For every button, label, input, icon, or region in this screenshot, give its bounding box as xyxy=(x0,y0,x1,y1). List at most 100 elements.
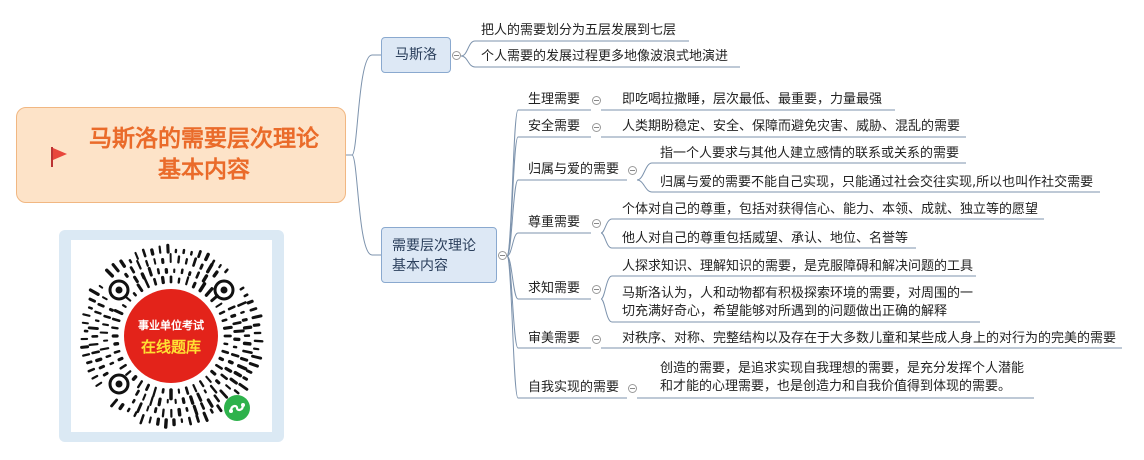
qr-code-dash xyxy=(148,416,152,424)
qr-code-dash xyxy=(163,418,168,429)
qr-code-dash xyxy=(218,310,226,315)
qr-code-dash xyxy=(132,292,137,297)
central-topic[interactable]: 马斯洛的需要层次理论 基本内容 xyxy=(16,107,346,203)
qr-code-dash xyxy=(189,250,193,256)
qr-code-dash xyxy=(124,272,129,278)
qr-code-panel: 事业单位考试 在线题库 xyxy=(71,240,272,432)
qr-code-dash xyxy=(201,274,209,283)
qr-code-dash xyxy=(177,407,182,417)
qr-code-dash xyxy=(111,317,121,323)
qr-code-dash xyxy=(111,263,120,273)
qr-code-dash xyxy=(198,282,207,293)
need-aesthetic[interactable]: 审美需要 xyxy=(528,331,581,346)
qr-code-dash xyxy=(153,258,157,265)
qr-code-dash xyxy=(156,417,161,426)
qr-code-dash xyxy=(86,360,93,365)
qr-code-dash xyxy=(215,363,223,370)
qr-code-dash xyxy=(253,347,260,351)
qr-code-dash xyxy=(94,310,102,315)
qr-code-dash xyxy=(161,408,165,418)
qr-code-dash xyxy=(200,402,206,410)
need-self-actualization[interactable]: 自我实现的需要 xyxy=(528,380,620,395)
qr-code-dash xyxy=(98,284,104,289)
qr-code-dash xyxy=(136,380,144,389)
qr-code-dash xyxy=(119,259,126,268)
qr-code-dash xyxy=(88,288,100,296)
qr-code-dash xyxy=(187,271,192,277)
topic-theory[interactable]: 需要层次理论 基本内容 xyxy=(381,227,497,283)
qr-code-dash xyxy=(246,299,254,305)
qr-code-dash xyxy=(157,397,162,407)
qr-code-dash xyxy=(153,407,158,414)
qr-code-dash xyxy=(91,374,99,380)
qr-code-dash xyxy=(134,251,139,260)
qr-code-dash xyxy=(209,408,214,414)
qr-code-dash xyxy=(145,259,149,267)
qr-code-dash xyxy=(139,414,145,425)
qr-code-dash xyxy=(160,275,165,285)
qr-code-dash xyxy=(227,305,236,311)
need-belonging[interactable]: 归属与爱的需要 xyxy=(528,162,620,177)
qr-code-dash xyxy=(129,266,136,274)
qr-code-dash xyxy=(180,268,184,275)
maslow-point-2: 个人需要的发展过程更多地像波浪式地演进 xyxy=(481,49,729,64)
need-esteem[interactable]: 尊重需要 xyxy=(528,215,581,230)
qr-code-dash xyxy=(108,307,114,312)
need-physiological[interactable]: 生理需要 xyxy=(528,92,581,107)
qr-code-dash xyxy=(118,403,125,411)
qr-code-dash xyxy=(215,379,221,385)
collapse-icon[interactable] xyxy=(452,51,461,60)
qr-code-dash xyxy=(204,287,214,297)
qr-code-dash xyxy=(136,283,144,293)
qr-code-dash xyxy=(80,345,90,349)
qr-code-dash xyxy=(203,389,207,394)
qr-code-dash xyxy=(224,366,233,373)
qr-code-dash xyxy=(188,416,192,426)
qr-code-dash xyxy=(248,362,259,368)
maslow-point-1: 把人的需要划分为五层发展到七层 xyxy=(481,23,677,38)
qr-code-dash xyxy=(215,302,223,308)
qr-code-dash xyxy=(146,405,150,412)
collapse-icon[interactable] xyxy=(592,96,601,105)
qr-code-dash xyxy=(98,364,106,370)
collapse-icon[interactable] xyxy=(498,251,507,260)
qr-code-dash xyxy=(225,384,232,390)
topic-theory-line1: 需要层次理论 xyxy=(392,238,476,254)
need-esteem-desc-2: 他人对自己的尊重包括威望、承认、地位、名誉等 xyxy=(622,231,909,246)
need-belonging-desc-1: 指一个人要求与其他人建立感情的联系或关系的需要 xyxy=(660,146,960,161)
qr-code-dash xyxy=(192,384,198,393)
qr-code-dash xyxy=(133,411,138,418)
topic-maslow[interactable]: 马斯洛 xyxy=(381,37,451,73)
qr-code-dash xyxy=(131,375,138,381)
qr-code-dash xyxy=(95,357,103,363)
qr-code-dash xyxy=(220,373,228,381)
qr-code-dash xyxy=(126,407,131,413)
qr-code-dash xyxy=(135,389,140,396)
collapse-icon[interactable] xyxy=(592,123,601,132)
qr-code-dash xyxy=(125,296,132,302)
collapse-icon[interactable] xyxy=(628,166,637,175)
qr-code-dash xyxy=(240,310,245,314)
collapse-icon[interactable] xyxy=(628,384,637,393)
qr-code-dash xyxy=(140,272,146,280)
collapse-icon[interactable] xyxy=(592,219,601,228)
collapse-icon[interactable] xyxy=(592,285,601,294)
qr-code-dash xyxy=(103,314,112,319)
need-safety[interactable]: 安全需要 xyxy=(528,119,581,134)
qr-code-dash xyxy=(233,389,240,395)
need-cognitive-desc-2: 马斯洛认为，人和动物都有积极探索环境的需要，对周围的一切充满好奇心，希望能够对所… xyxy=(622,286,974,319)
qr-code-dash xyxy=(87,326,99,331)
qr-code-dash xyxy=(205,262,214,274)
qr-code-dash xyxy=(232,321,242,326)
qr-code-dash xyxy=(82,313,91,317)
qr-code-dash xyxy=(158,245,162,254)
collapse-icon[interactable] xyxy=(592,335,601,344)
qr-code-dash xyxy=(105,268,115,278)
qr-code-dash xyxy=(253,339,264,343)
qr-code-dash xyxy=(119,363,127,370)
need-esteem-desc-1: 个体对自己的尊重，包括对获得信心、能力、本领、成就、独立等的愿望 xyxy=(622,202,1039,217)
qr-code-dash xyxy=(212,270,219,278)
wechat-mini-program-icon xyxy=(224,395,250,421)
qr-code-dash xyxy=(88,342,99,347)
need-cognitive[interactable]: 求知需要 xyxy=(528,281,581,296)
